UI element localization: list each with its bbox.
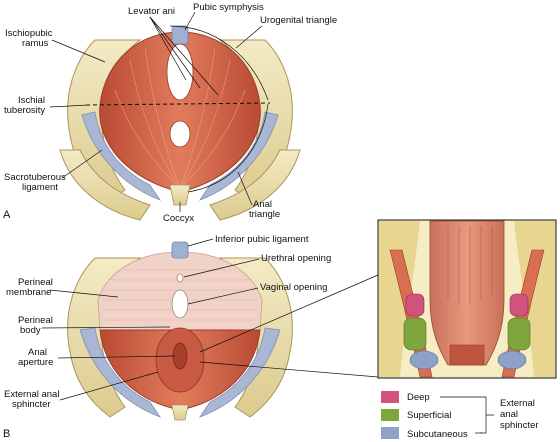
label-perineal-body-line2: body bbox=[20, 325, 41, 336]
label-inferior-pubic-ligament: Inferior pubic ligament bbox=[215, 234, 309, 245]
sacrotuberous-ligament-right bbox=[198, 111, 279, 201]
label-perineal-membrane-line2: membrane bbox=[6, 287, 51, 298]
panel-a-illustration bbox=[59, 25, 301, 221]
anal-aperture-b bbox=[172, 342, 188, 370]
inset-connector-bottom bbox=[199, 361, 379, 378]
legend-swatch-subcutaneous bbox=[381, 427, 399, 439]
sacrotuberous-ligament-left bbox=[81, 111, 162, 201]
panel-b-letter: B bbox=[3, 428, 10, 440]
label-pubic-symphysis: Pubic symphysis bbox=[193, 2, 264, 13]
label-ischial-tuberosity-line1: Ischial bbox=[18, 95, 45, 106]
coccyx-bone-b bbox=[171, 404, 189, 421]
legend-label-deep: Deep bbox=[407, 392, 430, 403]
panel-b-illustration bbox=[67, 241, 293, 421]
urogenital-triangle-outline bbox=[169, 25, 269, 101]
label-anal-aperture-line2: aperture bbox=[18, 357, 53, 368]
label-ischiopubic-ramus-line2: ramus bbox=[22, 38, 49, 49]
label-anal-aperture-line1: Anal bbox=[28, 347, 47, 358]
muscle-fibers-a bbox=[114, 47, 246, 189]
label-urogenital-triangle: Urogenital triangle bbox=[260, 15, 337, 26]
coccyx-bone bbox=[169, 184, 191, 206]
sacrotuberous-ligament-right-b bbox=[198, 327, 281, 418]
anal-triangle-outline bbox=[187, 103, 269, 193]
label-ischiopubic-ramus-line1: Ischiopubic bbox=[5, 28, 53, 39]
legend-label-superficial: Superficial bbox=[407, 410, 451, 421]
anal-hiatus bbox=[169, 120, 191, 148]
inset-anal-columns bbox=[449, 344, 485, 366]
legend-group-line1: External bbox=[500, 398, 535, 409]
legend-bracket bbox=[440, 396, 494, 434]
label-anal-triangle-line1: Anal bbox=[253, 199, 272, 210]
anal-canal-inset bbox=[377, 219, 557, 379]
sacrotuberous-ligament-left-b bbox=[79, 327, 162, 418]
label-sacrotuberous-line1: Sacrotuberous bbox=[4, 172, 66, 183]
panel-a-labels: A Levator ani Pubic symphysis Urogenital… bbox=[3, 2, 337, 224]
label-ischial-tuberosity-line2: tuberosity bbox=[4, 105, 45, 116]
legend-swatch-superficial bbox=[381, 409, 399, 421]
inset-left-tissue bbox=[379, 221, 420, 377]
label-anal-triangle-line2: triangle bbox=[249, 209, 280, 220]
label-levator-ani: Levator ani bbox=[128, 6, 175, 17]
panel-b-labels: B Inferior pubic ligament Urethral openi… bbox=[3, 234, 379, 440]
sacrum-base bbox=[59, 149, 151, 221]
label-external-anal-sphincter-line2: sphincter bbox=[12, 399, 51, 410]
inset-subcutaneous-left bbox=[409, 350, 439, 370]
label-perineal-membrane-line1: Perineal bbox=[18, 277, 53, 288]
inset-canal-folds bbox=[447, 226, 493, 305]
label-vaginal-opening: Vaginal opening bbox=[260, 282, 327, 293]
label-external-anal-sphincter-line1: External anal bbox=[4, 389, 59, 400]
label-sacrotuberous-line2: ligament bbox=[22, 182, 58, 193]
sphincter-legend: Deep Superficial Subcutaneous External a… bbox=[381, 391, 539, 440]
label-coccyx: Coccyx bbox=[163, 213, 194, 224]
inset-subcutaneous-right bbox=[497, 350, 527, 370]
legend-swatch-deep bbox=[381, 391, 399, 403]
legend-group-line2: anal bbox=[500, 409, 518, 420]
legend-group-line3: sphincter bbox=[500, 420, 539, 431]
inset-superficial-right bbox=[507, 317, 531, 351]
legend-label-subcutaneous: Subcutaneous bbox=[407, 429, 468, 440]
sacrum-base-right bbox=[209, 149, 301, 221]
urethral-opening-b bbox=[176, 273, 184, 283]
interischial-line bbox=[85, 102, 271, 106]
label-urethral-opening: Urethral opening bbox=[261, 253, 331, 264]
inset-superficial-left bbox=[403, 317, 427, 351]
pubic-symphysis-b bbox=[171, 241, 189, 259]
inset-deep-right bbox=[509, 293, 529, 317]
inset-deep-left bbox=[405, 293, 425, 317]
vaginal-opening-b bbox=[171, 289, 189, 319]
inset-right-tissue bbox=[514, 221, 555, 377]
label-perineal-body-line1: Perineal bbox=[18, 315, 53, 326]
inset-connector-top bbox=[199, 274, 379, 353]
panel-a-letter: A bbox=[3, 209, 11, 221]
inset-anal-canal bbox=[429, 220, 505, 366]
